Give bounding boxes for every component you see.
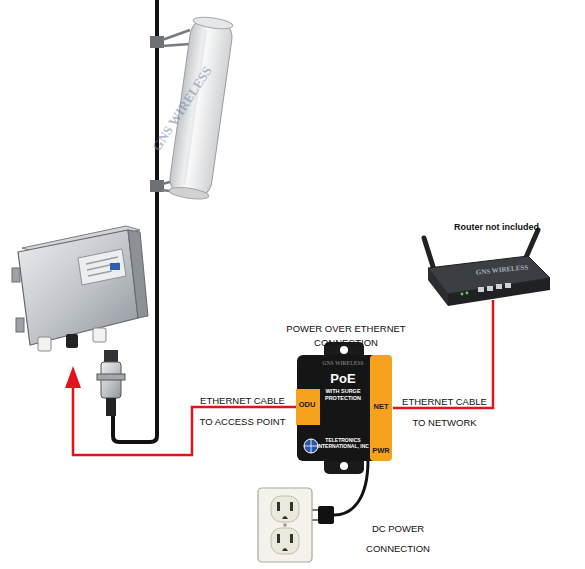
power-cord (334, 460, 368, 515)
connection-heading: POWER OVER ETHERNET CONNECTION (283, 322, 409, 351)
ground-hole (282, 548, 288, 551)
enclosure-side (128, 230, 148, 318)
antenna-connector (66, 334, 78, 348)
router-port (478, 287, 484, 292)
receptacle-slot (277, 502, 280, 511)
router-port (487, 286, 493, 291)
router-front (448, 278, 550, 306)
wall-outlet (258, 488, 312, 562)
arrester-connector (104, 350, 118, 362)
edge-label: ETHERNET CABLE TO NETWORK (397, 391, 492, 433)
mast-clamp (150, 36, 164, 48)
antenna-cap (192, 15, 233, 30)
enclosure-front (18, 230, 138, 345)
access-point-enclosure (12, 226, 148, 351)
router-port (496, 284, 502, 289)
brand-title: PoE (316, 371, 370, 387)
watermark: GNS WIRELESS (310, 360, 376, 367)
router: Router not included (418, 222, 552, 300)
cable-gland (93, 328, 106, 342)
mounting-hole (340, 462, 348, 470)
brand-subtitle: WITH SURGE PROTECTION (317, 388, 369, 401)
enclosure-sticker (78, 249, 126, 285)
receptacle-slot (277, 534, 280, 543)
mast-clamp (150, 180, 164, 192)
receptacle (271, 528, 299, 554)
ethernet-cable (393, 300, 493, 408)
sticker-logo (110, 263, 120, 270)
ground-hole (282, 516, 288, 519)
injector-case (297, 355, 392, 461)
router-led (466, 292, 469, 295)
router-port (505, 283, 511, 288)
antenna-cap (169, 186, 210, 201)
receptacle-slot (290, 502, 293, 511)
arrester-ground-lug (97, 374, 125, 380)
router-led (461, 293, 464, 296)
surge-arrester (97, 350, 125, 416)
receptacle (271, 496, 299, 522)
cable-gland (38, 337, 51, 351)
arrester-tail (106, 398, 116, 416)
outlet-plate (258, 488, 312, 562)
port-label: ODU (296, 400, 318, 409)
poe-injector-body (296, 342, 392, 474)
antenna-mast (155, 0, 159, 436)
net-pwr-strip (370, 355, 392, 461)
router-note: Router not included (454, 222, 554, 233)
maker-logo (304, 439, 318, 453)
ethernet-cable (73, 386, 297, 455)
poe-injector: POWER OVER ETHERNET CONNECTIONGNS WIRELE… (290, 320, 393, 462)
enclosure-latch (16, 318, 24, 332)
router-illustration (424, 230, 550, 306)
sticker-lines (86, 257, 119, 276)
antenna-cable (113, 414, 157, 442)
enclosure-latch (12, 268, 20, 282)
maker-name: TELETRONICS INTERNATIONAL, INC (316, 438, 370, 450)
power-label: DC POWER CONNECTION (362, 519, 434, 559)
cable-arrowhead (65, 366, 81, 388)
receptacle-slot (290, 534, 293, 543)
plate-screw (283, 523, 287, 527)
port-label: NET (370, 402, 392, 411)
router-side (428, 268, 448, 306)
power-plug (318, 506, 334, 524)
port-label: PWR (370, 446, 392, 455)
bracket-arm (162, 30, 190, 46)
logo-meridians (304, 439, 318, 453)
odu-port-tab (296, 389, 320, 425)
cable-label: ETHERNET CABLE TO ACCESS POINT (195, 390, 290, 432)
